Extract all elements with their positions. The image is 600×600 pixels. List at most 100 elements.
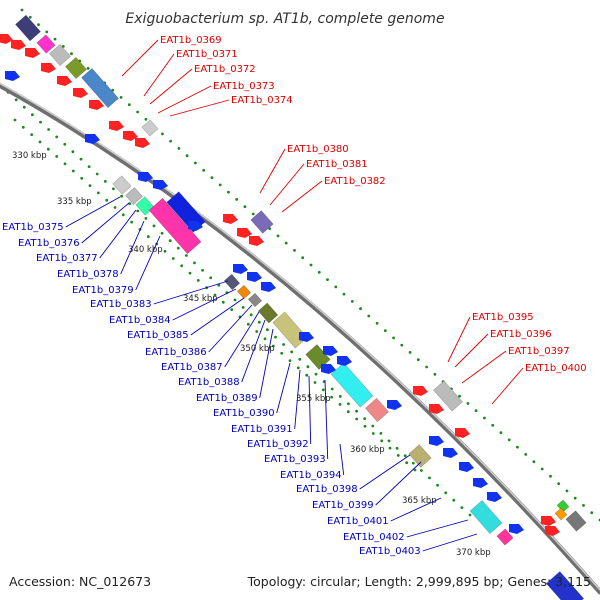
reverse-gene-label[interactable]: EAT1b_0377 — [36, 253, 98, 264]
tick-dot — [86, 66, 90, 70]
tick-dot — [274, 335, 277, 339]
gene-features — [0, 14, 587, 600]
reverse-gene-label[interactable]: EAT1b_0375 — [2, 222, 64, 233]
reverse-gene-label[interactable]: EAT1b_0392 — [247, 439, 309, 450]
tick-dot — [557, 482, 561, 485]
forward-label-leader — [281, 180, 323, 213]
reverse-label-leader — [422, 533, 478, 552]
reverse-label-leader — [308, 375, 312, 445]
tick-dot — [213, 293, 217, 297]
reverse-gene-label[interactable]: EAT1b_0402 — [343, 532, 405, 543]
gene-arrow — [237, 228, 252, 238]
tick-dot — [233, 298, 237, 302]
tick-dot — [305, 373, 309, 377]
forward-gene-label[interactable]: EAT1b_0373 — [213, 81, 275, 92]
forward-gene-label[interactable]: EAT1b_0400 — [525, 363, 587, 374]
tick-dot — [363, 424, 367, 428]
forward-gene-label[interactable]: EAT1b_0381 — [306, 159, 368, 170]
gene-arrow — [223, 214, 238, 224]
genome-backbone — [0, 82, 600, 595]
reverse-gene-label[interactable]: EAT1b_0401 — [327, 516, 389, 527]
tick-dot — [383, 329, 387, 332]
reverse-gene-label[interactable]: EAT1b_0379 — [72, 285, 134, 296]
tick-dot — [177, 147, 181, 150]
forward-gene-label[interactable]: EAT1b_0395 — [472, 312, 534, 323]
tick-dot — [387, 439, 391, 443]
tick-dot — [185, 254, 188, 257]
forward-label-leader — [447, 316, 471, 363]
gene-arrow — [545, 526, 560, 536]
forward-gene-label[interactable]: EAT1b_0369 — [160, 35, 222, 46]
gene-arrow — [387, 400, 402, 410]
tick-dot — [293, 249, 296, 252]
reverse-gene-label[interactable]: EAT1b_0388 — [178, 377, 240, 388]
gene-block — [257, 302, 279, 324]
reverse-gene-label[interactable]: EAT1b_0383 — [90, 299, 152, 310]
tick-dot — [70, 52, 73, 56]
forward-gene-label[interactable]: EAT1b_0380 — [287, 144, 349, 155]
tick-dot — [201, 268, 205, 272]
gene-block — [141, 119, 159, 137]
tick-dot — [413, 468, 417, 472]
gene-arrow — [89, 100, 104, 110]
tick-dot — [317, 270, 321, 274]
gene-block — [545, 571, 585, 600]
kbp-marker: 355 kbp — [296, 394, 331, 404]
tick-dot — [425, 365, 428, 369]
tick-dot — [458, 394, 461, 398]
tick-dot — [298, 357, 302, 361]
tick-dot — [257, 320, 261, 324]
forward-label-leader — [461, 350, 507, 384]
tick-dot — [96, 191, 100, 195]
reverse-gene-label[interactable]: EAT1b_0399 — [312, 500, 374, 511]
forward-gene-label[interactable]: EAT1b_0396 — [490, 329, 552, 340]
tick-dot — [71, 150, 75, 154]
tick-dot — [209, 276, 213, 280]
tick-dot — [105, 198, 109, 202]
tick-dot — [263, 337, 267, 341]
reverse-gene-label[interactable]: EAT1b_0378 — [57, 269, 119, 280]
tick-dot — [403, 454, 407, 458]
tick-dot — [371, 432, 375, 435]
forward-gene-label[interactable]: EAT1b_0397 — [508, 346, 570, 357]
reverse-label-leader — [339, 443, 345, 476]
reverse-gene-label[interactable]: EAT1b_0390 — [213, 408, 275, 419]
forward-label-leader — [454, 333, 489, 368]
tick-dot — [202, 168, 206, 172]
tick-dot — [367, 314, 371, 318]
reverse-gene-label[interactable]: EAT1b_0387 — [161, 362, 223, 373]
tick-dot — [227, 190, 230, 194]
tick-dot — [282, 343, 285, 346]
reverse-gene-label[interactable]: EAT1b_0385 — [127, 330, 189, 341]
tick-dot — [171, 257, 175, 260]
reverse-gene-label[interactable]: EAT1b_0393 — [264, 454, 326, 465]
reverse-gene-label[interactable]: EAT1b_0386 — [145, 347, 207, 358]
tick-dot — [359, 307, 362, 311]
kbp-marker: 345 kbp — [183, 294, 218, 304]
reverse-gene-label[interactable]: EAT1b_0389 — [196, 393, 258, 404]
gene-arrow — [337, 356, 352, 366]
reverse-label-leader — [208, 304, 253, 353]
reverse-gene-label[interactable]: EAT1b_0391 — [231, 424, 293, 435]
tick-dot — [405, 461, 409, 465]
tick-dot — [180, 264, 184, 268]
gene-block — [250, 210, 274, 234]
tick-dot — [540, 467, 544, 471]
forward-gene-label[interactable]: EAT1b_0374 — [231, 95, 293, 106]
reverse-gene-label[interactable]: EAT1b_0376 — [18, 238, 80, 249]
tick-dot — [420, 469, 423, 472]
reverse-label-leader — [359, 454, 411, 490]
reverse-gene-label[interactable]: EAT1b_0384 — [109, 315, 171, 326]
reverse-label-leader — [324, 379, 329, 460]
forward-gene-label[interactable]: EAT1b_0382 — [324, 176, 386, 187]
forward-gene-label[interactable]: EAT1b_0372 — [194, 64, 256, 75]
gene-block — [112, 175, 132, 195]
reverse-label-leader — [172, 288, 237, 321]
tick-dot — [31, 113, 34, 117]
tick-dot — [136, 110, 140, 114]
reverse-gene-label[interactable]: EAT1b_0394 — [280, 470, 342, 481]
reverse-gene-label[interactable]: EAT1b_0398 — [296, 484, 358, 495]
reverse-gene-label[interactable]: EAT1b_0403 — [359, 546, 421, 557]
forward-gene-label[interactable]: EAT1b_0371 — [176, 49, 238, 60]
tick-dot — [468, 513, 472, 517]
